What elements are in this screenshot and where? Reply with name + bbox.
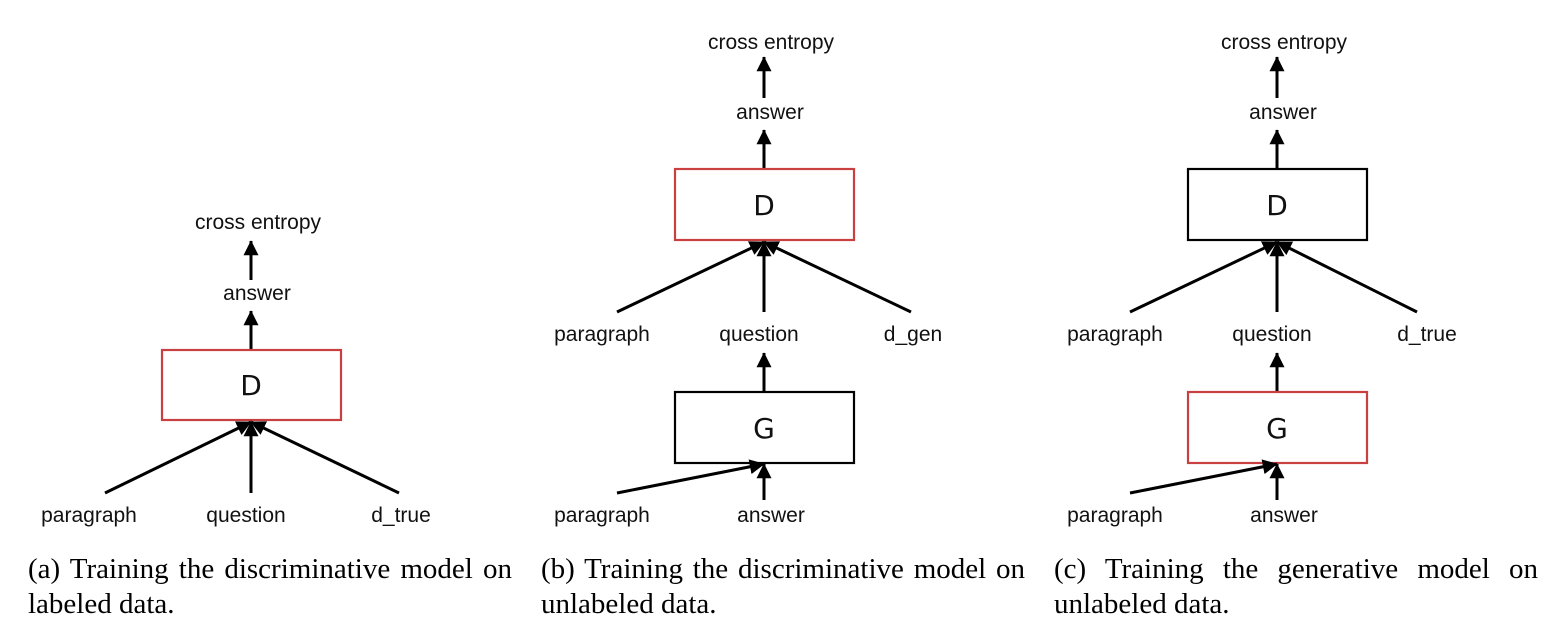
panel-c-gen-input-answer: answer	[1250, 504, 1318, 527]
panel-b-arrow-paragraph-to-g	[616, 459, 765, 495]
panel-c-d-box-label: D	[1266, 189, 1288, 222]
panel-b-input-question: question	[719, 323, 798, 346]
panel-c-arrow-paragraph-to-g	[1129, 459, 1278, 495]
panel-c-arrow-paragraph-to-d	[1129, 240, 1278, 314]
panel-a-d-box-label: D	[240, 369, 262, 402]
panel-b-caption: (b) Training the discriminative model on…	[541, 553, 1025, 620]
panel-c: cross entropy answer D paragraph questio…	[1067, 31, 1457, 527]
panel-b-output-label: cross entropy	[708, 31, 835, 54]
panel-c-arrow-dtrue-to-d	[1276, 240, 1418, 314]
panel-a-input-dtrue: d_true	[371, 504, 431, 527]
panel-b-answer-label: answer	[736, 101, 804, 124]
panel-b-gen-input-paragraph: paragraph	[554, 504, 650, 527]
panel-a-d-box	[160, 348, 343, 422]
panel-a-output-label: cross entropy	[195, 211, 322, 234]
panel-c-input-paragraph: paragraph	[1067, 323, 1163, 346]
panel-c-d-box	[1186, 167, 1369, 242]
panel-a-arrow-dtrue-to-d	[250, 420, 400, 495]
panel-b: cross entropy answer D paragraph questio…	[554, 31, 942, 527]
panel-b-g-box-label: G	[753, 412, 775, 445]
panel-b-d-box-label: D	[753, 189, 775, 222]
panel-b-arrow-dgen-to-d	[763, 240, 912, 314]
panel-a-answer-label: answer	[223, 282, 291, 305]
panel-b-g-box	[673, 390, 856, 465]
panel-c-output-label: cross entropy	[1221, 31, 1348, 54]
panel-a-arrow-paragraph-to-d	[104, 420, 252, 495]
panel-b-gen-input-answer: answer	[737, 504, 805, 527]
panel-a-input-question: question	[206, 504, 285, 527]
panel-c-input-dtrue: d_true	[1397, 323, 1457, 346]
panel-b-input-dgen: d_gen	[884, 323, 942, 346]
panel-c-input-question: question	[1232, 323, 1311, 346]
panel-a: cross entropy answer D paragraph questio…	[41, 211, 431, 527]
panel-c-answer-label: answer	[1249, 101, 1317, 124]
panel-b-arrow-paragraph-to-d	[616, 240, 765, 314]
panel-a-caption: (a) Training the discriminative model on…	[28, 553, 512, 620]
panel-b-input-paragraph: paragraph	[554, 323, 650, 346]
panel-c-g-box-label: G	[1266, 412, 1288, 445]
panel-c-caption: (c) Training the generative model on unl…	[1054, 553, 1538, 620]
panel-a-input-paragraph: paragraph	[41, 504, 137, 527]
panel-c-gen-input-paragraph: paragraph	[1067, 504, 1163, 527]
panel-b-d-box	[673, 167, 856, 242]
